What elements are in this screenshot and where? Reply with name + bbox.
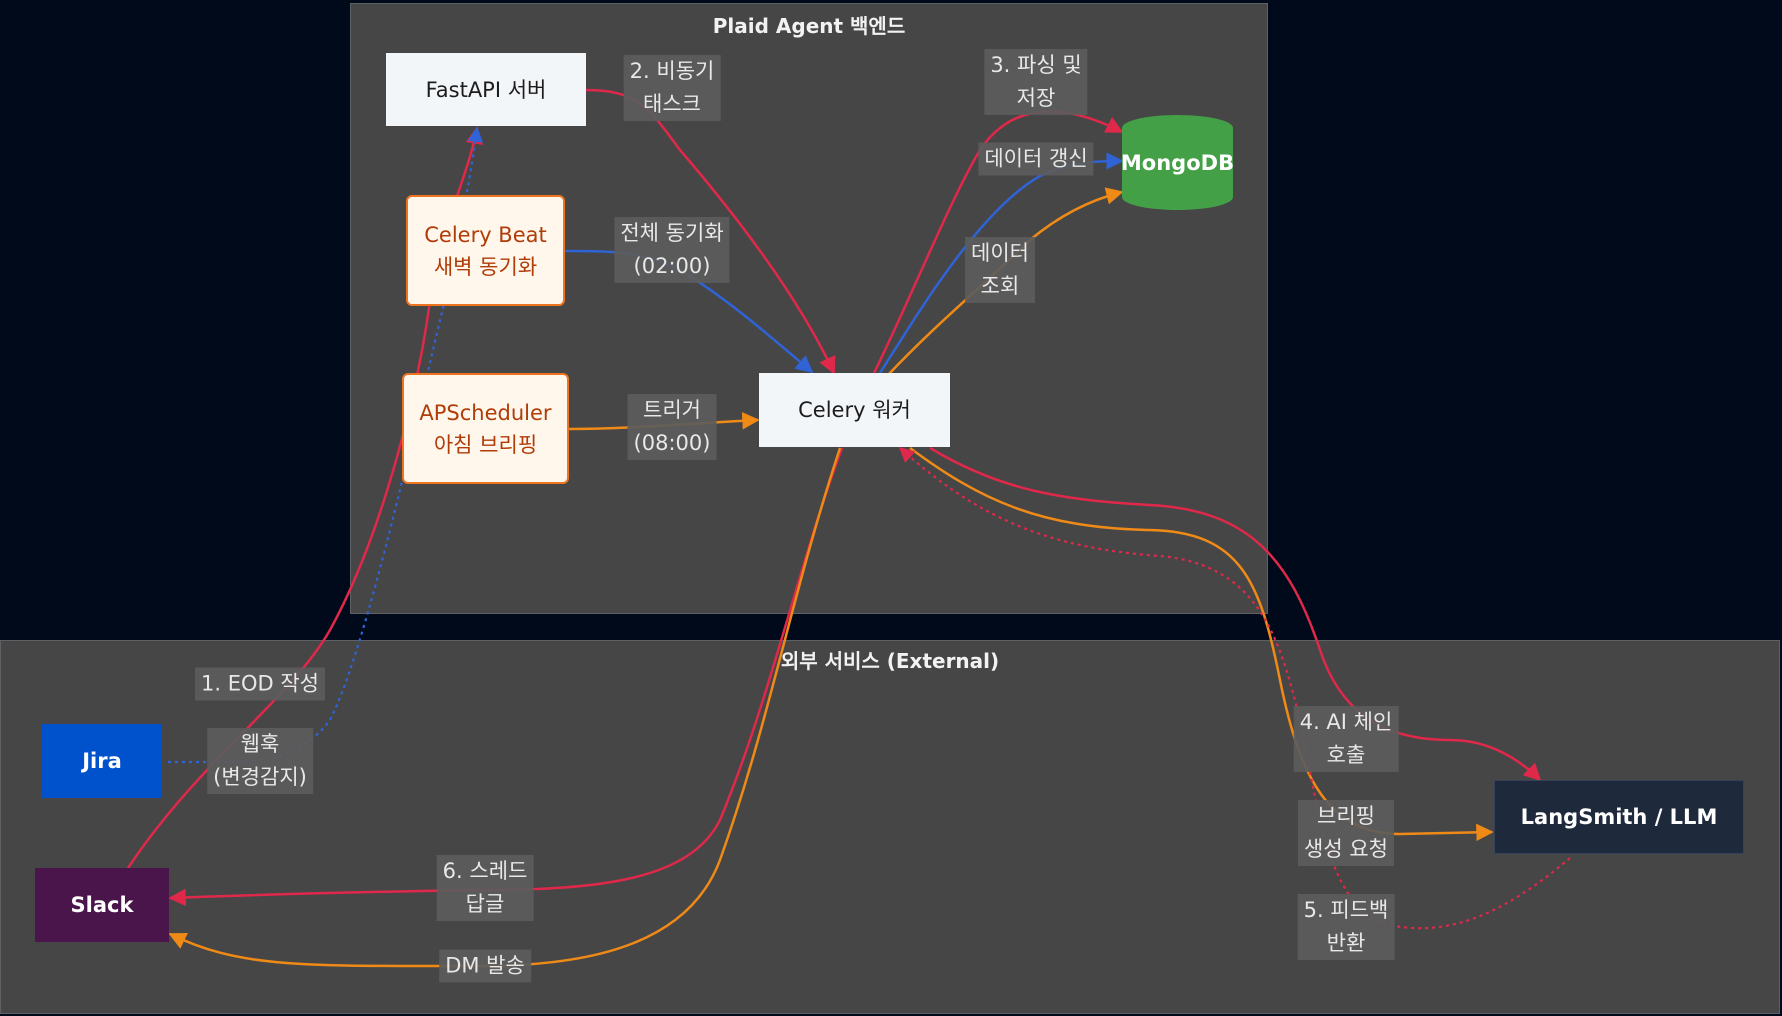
- node-slack: Slack: [35, 868, 169, 942]
- cluster-external-title: 외부 서비스 (External): [780, 649, 1000, 673]
- label-ai-chain-line1: 4. AI 체인: [1299, 710, 1393, 734]
- node-apscheduler-line1: APScheduler: [419, 400, 552, 425]
- label-data-query: 데이터 조회: [965, 237, 1035, 303]
- label-dm-send: DM 발송: [439, 949, 531, 983]
- node-llm: LangSmith / LLM: [1494, 780, 1744, 854]
- label-parse-store-line1: 3. 파싱 및: [990, 53, 1082, 77]
- node-celery-beat-line2: 새벽 동기화: [433, 254, 538, 279]
- label-async-task-line2: 태스크: [643, 92, 701, 116]
- label-thread-reply-line1: 6. 스레드: [442, 859, 528, 883]
- label-feedback-line1: 5. 피드백: [1303, 898, 1389, 922]
- node-fastapi: FastAPI 서버: [386, 53, 586, 126]
- label-eod: 1. EOD 작성: [195, 667, 325, 701]
- label-parse-store-line2: 저장: [1016, 86, 1056, 110]
- edge-ai-chain: [929, 446, 1542, 782]
- label-async-task: 2. 비동기 태스크: [623, 55, 721, 121]
- label-full-sync: 전체 동기화 (02:00): [614, 217, 730, 283]
- label-thread-reply-line2: 답글: [465, 892, 505, 916]
- label-trigger-line1: 트리거: [643, 398, 701, 422]
- node-jira: Jira: [42, 724, 162, 798]
- label-trigger-line2: (08:00): [633, 431, 711, 455]
- node-slack-label: Slack: [70, 893, 134, 917]
- node-celery-worker: Celery 워커: [759, 373, 950, 447]
- label-feedback-line2: 반환: [1326, 931, 1366, 955]
- node-celery-worker-label: Celery 워커: [798, 398, 911, 422]
- edge-briefing: [909, 446, 1494, 842]
- label-trigger: 트리거 (08:00): [627, 394, 717, 460]
- label-data-update: 데이터 갱신: [978, 142, 1094, 176]
- label-briefing-request-line1: 브리핑: [1317, 804, 1375, 828]
- node-mongodb: MongoDB: [1120, 115, 1235, 210]
- label-webhook-line1: 웹훅: [240, 732, 280, 756]
- node-celery-beat-line1: Celery Beat: [424, 222, 547, 247]
- label-ai-chain: 4. AI 체인 호출: [1293, 706, 1399, 772]
- node-mongodb-label: MongoDB: [1120, 150, 1235, 175]
- label-data-query-line2: 조회: [980, 274, 1020, 298]
- label-webhook: 웹훅 (변경감지): [207, 728, 313, 794]
- edge-thread-reply: [168, 447, 844, 907]
- node-apscheduler: APScheduler 아침 브리핑: [402, 373, 569, 484]
- label-ai-chain-line2: 호출: [1326, 743, 1366, 767]
- node-jira-label: Jira: [82, 749, 122, 773]
- label-data-query-line1: 데이터: [971, 241, 1029, 265]
- label-feedback: 5. 피드백 반환: [1297, 894, 1395, 960]
- node-fastapi-label: FastAPI 서버: [425, 77, 547, 102]
- label-webhook-line2: (변경감지): [213, 765, 307, 789]
- label-parse-store: 3. 파싱 및 저장: [984, 49, 1088, 115]
- cluster-backend-title: Plaid Agent 백엔드: [712, 14, 906, 38]
- label-eod-line1: 1. EOD 작성: [201, 671, 319, 696]
- label-briefing-request-line2: 생성 요청: [1304, 837, 1388, 861]
- label-briefing-request: 브리핑 생성 요청: [1298, 800, 1394, 866]
- edge-feedback: [898, 446, 1571, 930]
- node-llm-label: LangSmith / LLM: [1520, 805, 1718, 829]
- label-full-sync-line1: 전체 동기화: [620, 221, 724, 245]
- edge-dm-send: [168, 447, 842, 968]
- label-thread-reply: 6. 스레드 답글: [436, 855, 534, 921]
- label-full-sync-line2: (02:00): [633, 254, 711, 278]
- label-dm-send-line1: DM 발송: [445, 953, 525, 978]
- node-celery-beat: Celery Beat 새벽 동기화: [406, 195, 565, 306]
- node-apscheduler-line2: 아침 브리핑: [433, 432, 538, 457]
- label-data-update-line1: 데이터 갱신: [984, 146, 1088, 171]
- label-async-task-line1: 2. 비동기: [629, 59, 715, 83]
